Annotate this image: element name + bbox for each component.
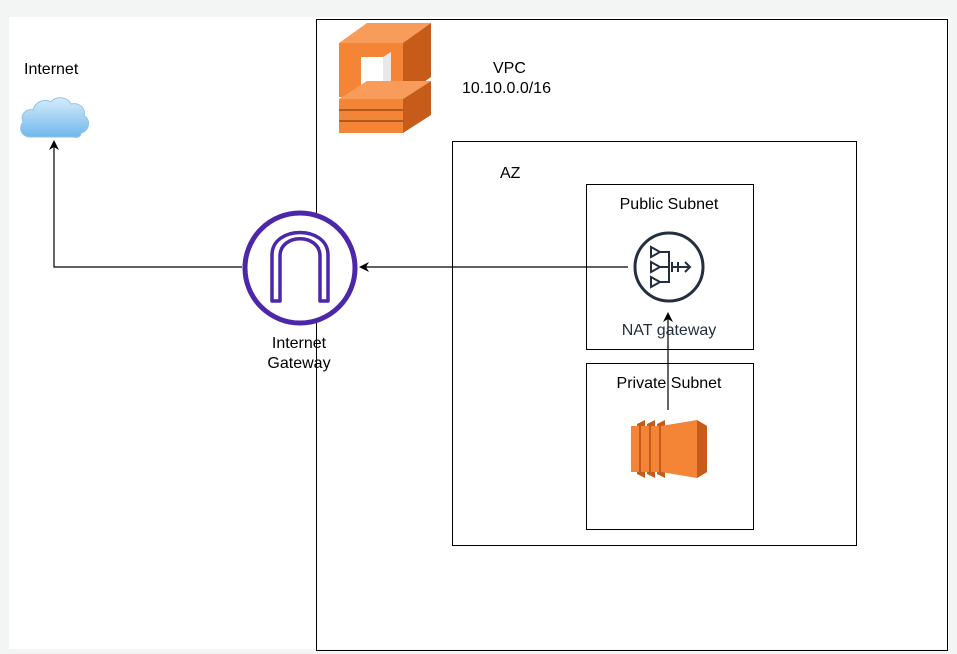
- private-subnet-label: Private Subnet: [616, 375, 722, 392]
- vpc-cidr: 10.10.0.0/16: [462, 80, 551, 97]
- cloud-icon[interactable]: [17, 95, 91, 145]
- nat-gateway-icon[interactable]: [632, 230, 706, 304]
- nat-gateway-label: NAT gateway: [621, 322, 717, 339]
- canvas-background: [9, 17, 949, 649]
- internet-gateway-icon[interactable]: [241, 209, 359, 327]
- vpc-title: VPC: [493, 60, 526, 77]
- ec2-instance-icon[interactable]: [627, 416, 711, 482]
- az-container[interactable]: [452, 141, 857, 546]
- internet-gateway-label-line2: Gateway: [267, 355, 331, 372]
- private-subnet-container[interactable]: [586, 363, 754, 530]
- internet-gateway-label-line1: Internet: [271, 335, 327, 352]
- internet-label: Internet: [24, 61, 79, 78]
- vpc-icon[interactable]: [331, 19, 435, 141]
- edge-igw-to-internet[interactable]: [49, 140, 242, 268]
- public-subnet-label: Public Subnet: [619, 196, 719, 213]
- az-label: AZ: [500, 165, 521, 182]
- vpc-container[interactable]: [316, 19, 948, 651]
